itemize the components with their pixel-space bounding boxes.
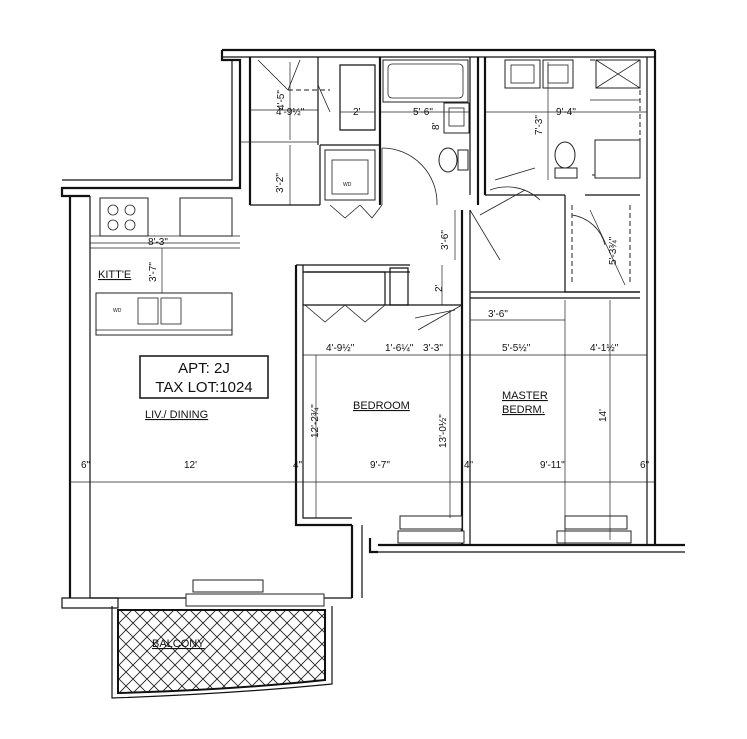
toilet-master [554, 141, 576, 169]
dim-label: 6" [640, 460, 650, 471]
toilet-bath1 [438, 147, 458, 173]
dim-label: 3'-6" [440, 230, 451, 250]
dim-label: 12'-2¾" [310, 404, 321, 438]
room-label-balcony: BALCONY [152, 638, 205, 650]
dimension-lines [70, 62, 655, 545]
room-label-bedroom: BEDROOM [353, 400, 410, 412]
dim-label: 12' [184, 460, 197, 471]
dim-label: 3'-6" [488, 309, 508, 320]
sink-bath1 [443, 102, 470, 134]
dim-label: 4'-9½" [326, 343, 355, 354]
sink-master-2 [542, 59, 574, 89]
dim-label: 2' [353, 107, 361, 118]
dim-label: 4'-1½" [590, 343, 619, 354]
dim-label: 2' [434, 284, 445, 292]
wd-label-closet: WD [343, 182, 352, 188]
tax-lot: TAX LOT:1024 [155, 379, 252, 396]
room-label-master-2: BEDRM. [502, 404, 545, 416]
dim-label: 4" [464, 460, 474, 471]
dim-label: 8' [431, 122, 442, 130]
balcony-area [117, 609, 326, 695]
dim-label: 3'-2" [275, 173, 286, 193]
dim-label: 1'-6¼" [385, 342, 414, 354]
dim-label: 9'-7" [370, 460, 390, 471]
dim-label: 4'-9½" [276, 107, 305, 118]
interior-walls [250, 57, 640, 545]
dim-label: 3'-7" [148, 262, 159, 282]
dim-label: 5'-5½" [502, 343, 531, 354]
dimension-labels: 4'-9½" 4'-5" 2' 5'-6" 8' 7'-3" 9'-4" 3'-… [81, 90, 650, 471]
room-label-kitchen: KITT'E [98, 269, 131, 281]
apt-number: APT: 2J [178, 360, 230, 377]
wd-label-kitchen: WD [113, 308, 122, 314]
dim-label: 4'-5" [276, 90, 287, 110]
dim-label: 9'-4" [556, 107, 576, 118]
refrigerator [179, 197, 233, 237]
dim-label: 9'-11" [540, 460, 565, 471]
dim-label: 7'-3" [534, 115, 545, 135]
bathtub [382, 59, 469, 103]
sink-master-1 [504, 59, 541, 89]
dim-label: 5'-6" [413, 107, 433, 118]
shower-master [594, 139, 641, 179]
dim-label: 13'-0½" [438, 414, 449, 448]
room-label-master-1: MASTER [502, 390, 548, 402]
stove [99, 197, 149, 237]
dim-label: 5'-3¾" [608, 236, 619, 265]
dim-label: 6" [81, 460, 91, 471]
dim-label: 8'-3" [148, 237, 168, 248]
info-box: APT: 2J TAX LOT:1024 [139, 355, 269, 399]
kitchen-island [95, 292, 233, 336]
room-labels: KITT'E LIV./ DINING BEDROOM MASTER BEDRM… [98, 182, 548, 650]
washer-dryer-closet [324, 149, 376, 201]
dim-label: 4" [293, 460, 303, 471]
fixtures [90, 59, 641, 699]
room-label-living: LIV./ DINING [145, 409, 208, 421]
dim-label: 14' [598, 409, 609, 422]
dim-label: 3'-3" [423, 343, 443, 354]
